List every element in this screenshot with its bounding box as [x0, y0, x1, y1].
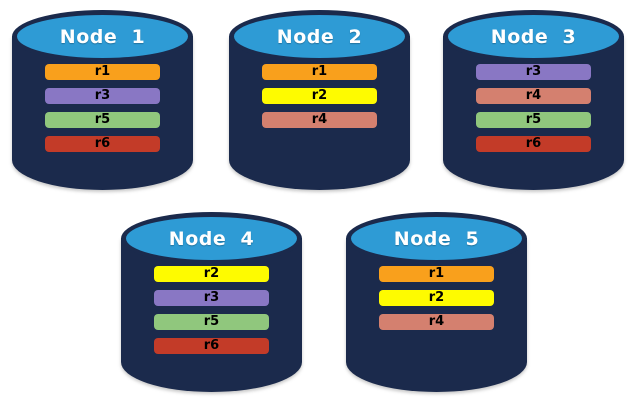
replica-bar-r5: r5	[476, 112, 591, 128]
node-label: Node 3	[490, 25, 577, 48]
replica-bar-r5: r5	[45, 112, 160, 128]
replica-label: r5	[525, 112, 542, 127]
replica-bar-r4: r4	[379, 314, 494, 330]
replica-label: r2	[428, 290, 445, 305]
replica-label: r1	[311, 64, 328, 79]
replica-label: r4	[525, 88, 542, 103]
replica-label: r2	[203, 266, 220, 281]
node-label: Node 1	[59, 25, 146, 48]
node-label: Node 2	[276, 25, 363, 48]
replica-label: r6	[525, 136, 542, 151]
replica-bar-r5: r5	[154, 314, 269, 330]
database-cylinder-top: Node 3	[443, 10, 624, 63]
replica-bar-r4: r4	[262, 112, 377, 128]
replica-label: r5	[94, 112, 111, 127]
replica-label: r1	[94, 64, 111, 79]
database-cylinder-top: Node 4	[121, 212, 302, 265]
database-cylinder-top: Node 5	[346, 212, 527, 265]
replica-label: r4	[428, 314, 445, 329]
replica-bar-r1: r1	[262, 64, 377, 80]
replica-bar-r1: r1	[379, 266, 494, 282]
replica-label: r6	[94, 136, 111, 151]
replica-bar-r3: r3	[476, 64, 591, 80]
replica-bar-r6: r6	[45, 136, 160, 152]
database-cylinder-top: Node 1	[12, 10, 193, 63]
node-label: Node 4	[168, 227, 255, 250]
replica-bar-r2: r2	[154, 266, 269, 282]
replica-list: r2 r3 r5 r6	[121, 266, 302, 362]
replica-list: r3 r4 r5 r6	[443, 64, 624, 160]
replica-label: r3	[94, 88, 111, 103]
node-5-cylinder: Node 5 r1 r2 r4	[346, 210, 527, 392]
replica-list: r1 r2 r4	[229, 64, 410, 136]
replica-label: r3	[203, 290, 220, 305]
replica-list: r1 r2 r4	[346, 266, 527, 338]
replica-label: r5	[203, 314, 220, 329]
replica-label: r4	[311, 112, 328, 127]
node-label: Node 5	[393, 227, 480, 250]
replica-bar-r6: r6	[154, 338, 269, 354]
replica-bar-r1: r1	[45, 64, 160, 80]
replica-bar-r4: r4	[476, 88, 591, 104]
replica-bar-r6: r6	[476, 136, 591, 152]
replica-label: r1	[428, 266, 445, 281]
replica-label: r6	[203, 338, 220, 353]
replica-label: r2	[311, 88, 328, 103]
database-cylinder-top: Node 2	[229, 10, 410, 63]
replica-label: r3	[525, 64, 542, 79]
node-3-cylinder: Node 3 r3 r4 r5 r6	[443, 8, 624, 190]
replica-bar-r2: r2	[262, 88, 377, 104]
node-4-cylinder: Node 4 r2 r3 r5 r6	[121, 210, 302, 392]
replica-list: r1 r3 r5 r6	[12, 64, 193, 160]
replica-bar-r3: r3	[45, 88, 160, 104]
replica-bar-r2: r2	[379, 290, 494, 306]
node-2-cylinder: Node 2 r1 r2 r4	[229, 8, 410, 190]
replica-bar-r3: r3	[154, 290, 269, 306]
node-1-cylinder: Node 1 r1 r3 r5 r6	[12, 8, 193, 190]
